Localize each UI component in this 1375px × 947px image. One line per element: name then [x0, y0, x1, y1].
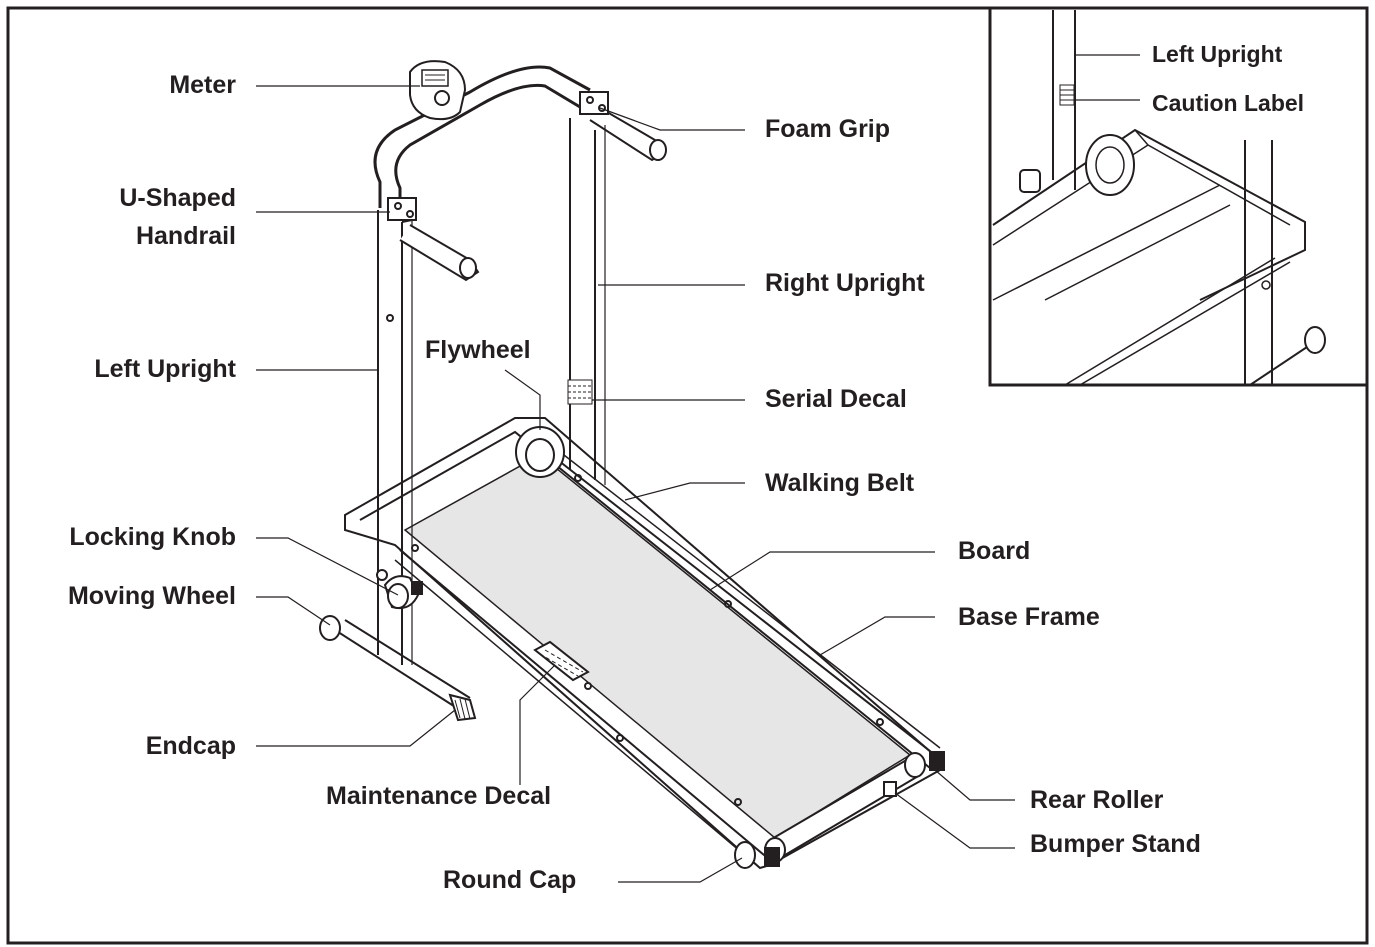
inset-detail [988, 6, 1369, 387]
label-rear-roller: Rear Roller [1030, 786, 1164, 814]
leader-lines [256, 85, 1015, 883]
label-moving-wheel: Moving Wheel [67, 582, 236, 610]
label-flywheel: Flywheel [425, 336, 531, 364]
label-meter: Meter [169, 71, 236, 99]
label-serial-decal: Serial Decal [765, 385, 907, 413]
label-round-cap: Round Cap [443, 866, 577, 894]
label-u-shaped-line1: U-Shaped [119, 184, 236, 212]
label-right-upright: Right Upright [765, 269, 925, 297]
outer-border [6, 6, 1369, 945]
u-handrail-shape [373, 65, 591, 208]
label-foam-grip: Foam Grip [765, 115, 891, 143]
inset-label-caution-label: Caution Label [1152, 90, 1305, 116]
label-base-frame: Base Frame [958, 603, 1100, 631]
moving-wheel-shape [319, 615, 341, 641]
label-walking-belt: Walking Belt [765, 469, 915, 497]
label-left-upright: Left Upright [94, 355, 236, 383]
label-locking-knob: Locking Knob [69, 523, 236, 551]
label-board: Board [958, 537, 1031, 565]
label-u-shaped-line2: Handrail [135, 222, 236, 250]
label-maintenance-decal: Maintenance Decal [326, 782, 552, 810]
label-endcap: Endcap [145, 732, 236, 760]
label-bumper-stand: Bumper Stand [1030, 830, 1201, 858]
inset-label-left-upright: Left Upright [1152, 41, 1283, 67]
right-upright-shape [569, 118, 596, 480]
foam-grip-left [399, 224, 480, 282]
treadmill-drawing [319, 60, 945, 870]
